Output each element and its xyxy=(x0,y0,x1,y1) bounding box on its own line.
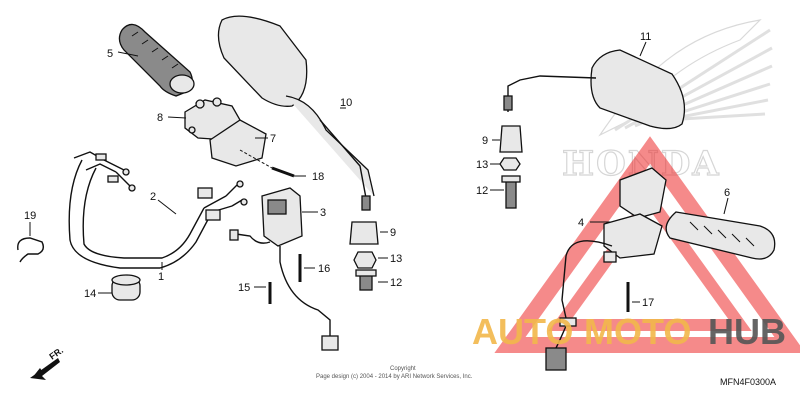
nut-13-right xyxy=(499,157,521,171)
callout-16: 16 xyxy=(318,263,330,275)
callout-13-right: 13 xyxy=(476,159,488,171)
brand-hub: HUB xyxy=(708,311,786,352)
cap-9-left xyxy=(349,221,379,245)
diagram-code: MFN4F0300A xyxy=(720,377,776,387)
bolt-12-left xyxy=(355,269,377,291)
switch-housing-lower xyxy=(209,119,267,167)
callout-1: 1 xyxy=(158,271,164,283)
copyright-line2: Page design (c) 2004 - 2014 by ARI Netwo… xyxy=(316,374,473,380)
screw-18 xyxy=(271,166,306,178)
callout-12-left: 12 xyxy=(390,277,402,289)
callout-2: 2 xyxy=(150,191,156,203)
band-14 xyxy=(111,274,141,301)
copyright-line1: Copyright xyxy=(390,366,416,372)
left-grip xyxy=(118,23,195,97)
callout-8: 8 xyxy=(157,112,163,124)
callout-18: 18 xyxy=(312,171,324,183)
callout-19: 19 xyxy=(24,210,36,222)
callout-9-right: 9 xyxy=(482,135,488,147)
bolt-12-right xyxy=(501,175,521,209)
right-grip xyxy=(665,211,776,260)
callout-14: 14 xyxy=(84,288,96,300)
callout-13-left: 13 xyxy=(390,253,402,265)
callout-11: 11 xyxy=(640,31,651,43)
cap-9-right xyxy=(499,125,523,153)
brand-auto: AUTO xyxy=(472,311,573,352)
nut-13-left xyxy=(353,251,377,269)
callout-17: 17 xyxy=(642,297,654,309)
switch-assembly-3 xyxy=(229,187,339,351)
callout-6: 6 xyxy=(724,187,730,199)
callout-15: 15 xyxy=(238,282,250,294)
brand-moto: MOTO xyxy=(584,311,691,352)
automotohub-watermark: AUTO MOTO HUB xyxy=(472,311,786,352)
mirror-right xyxy=(503,49,686,130)
switch-assembly-4 xyxy=(545,167,667,371)
callout-5: 5 xyxy=(107,48,113,60)
callout-12-right: 12 xyxy=(476,185,488,197)
callout-10: 10 xyxy=(340,97,352,109)
clip-19 xyxy=(17,237,45,263)
callout-7: 7 xyxy=(270,133,276,145)
callout-4: 4 xyxy=(578,217,584,229)
front-arrow-icon xyxy=(30,358,60,380)
callout-3: 3 xyxy=(320,207,326,219)
front-label: FR. xyxy=(47,345,65,362)
mirror-left xyxy=(217,15,375,211)
callout-9-left: 9 xyxy=(390,227,396,239)
throttle-cables xyxy=(68,151,248,269)
